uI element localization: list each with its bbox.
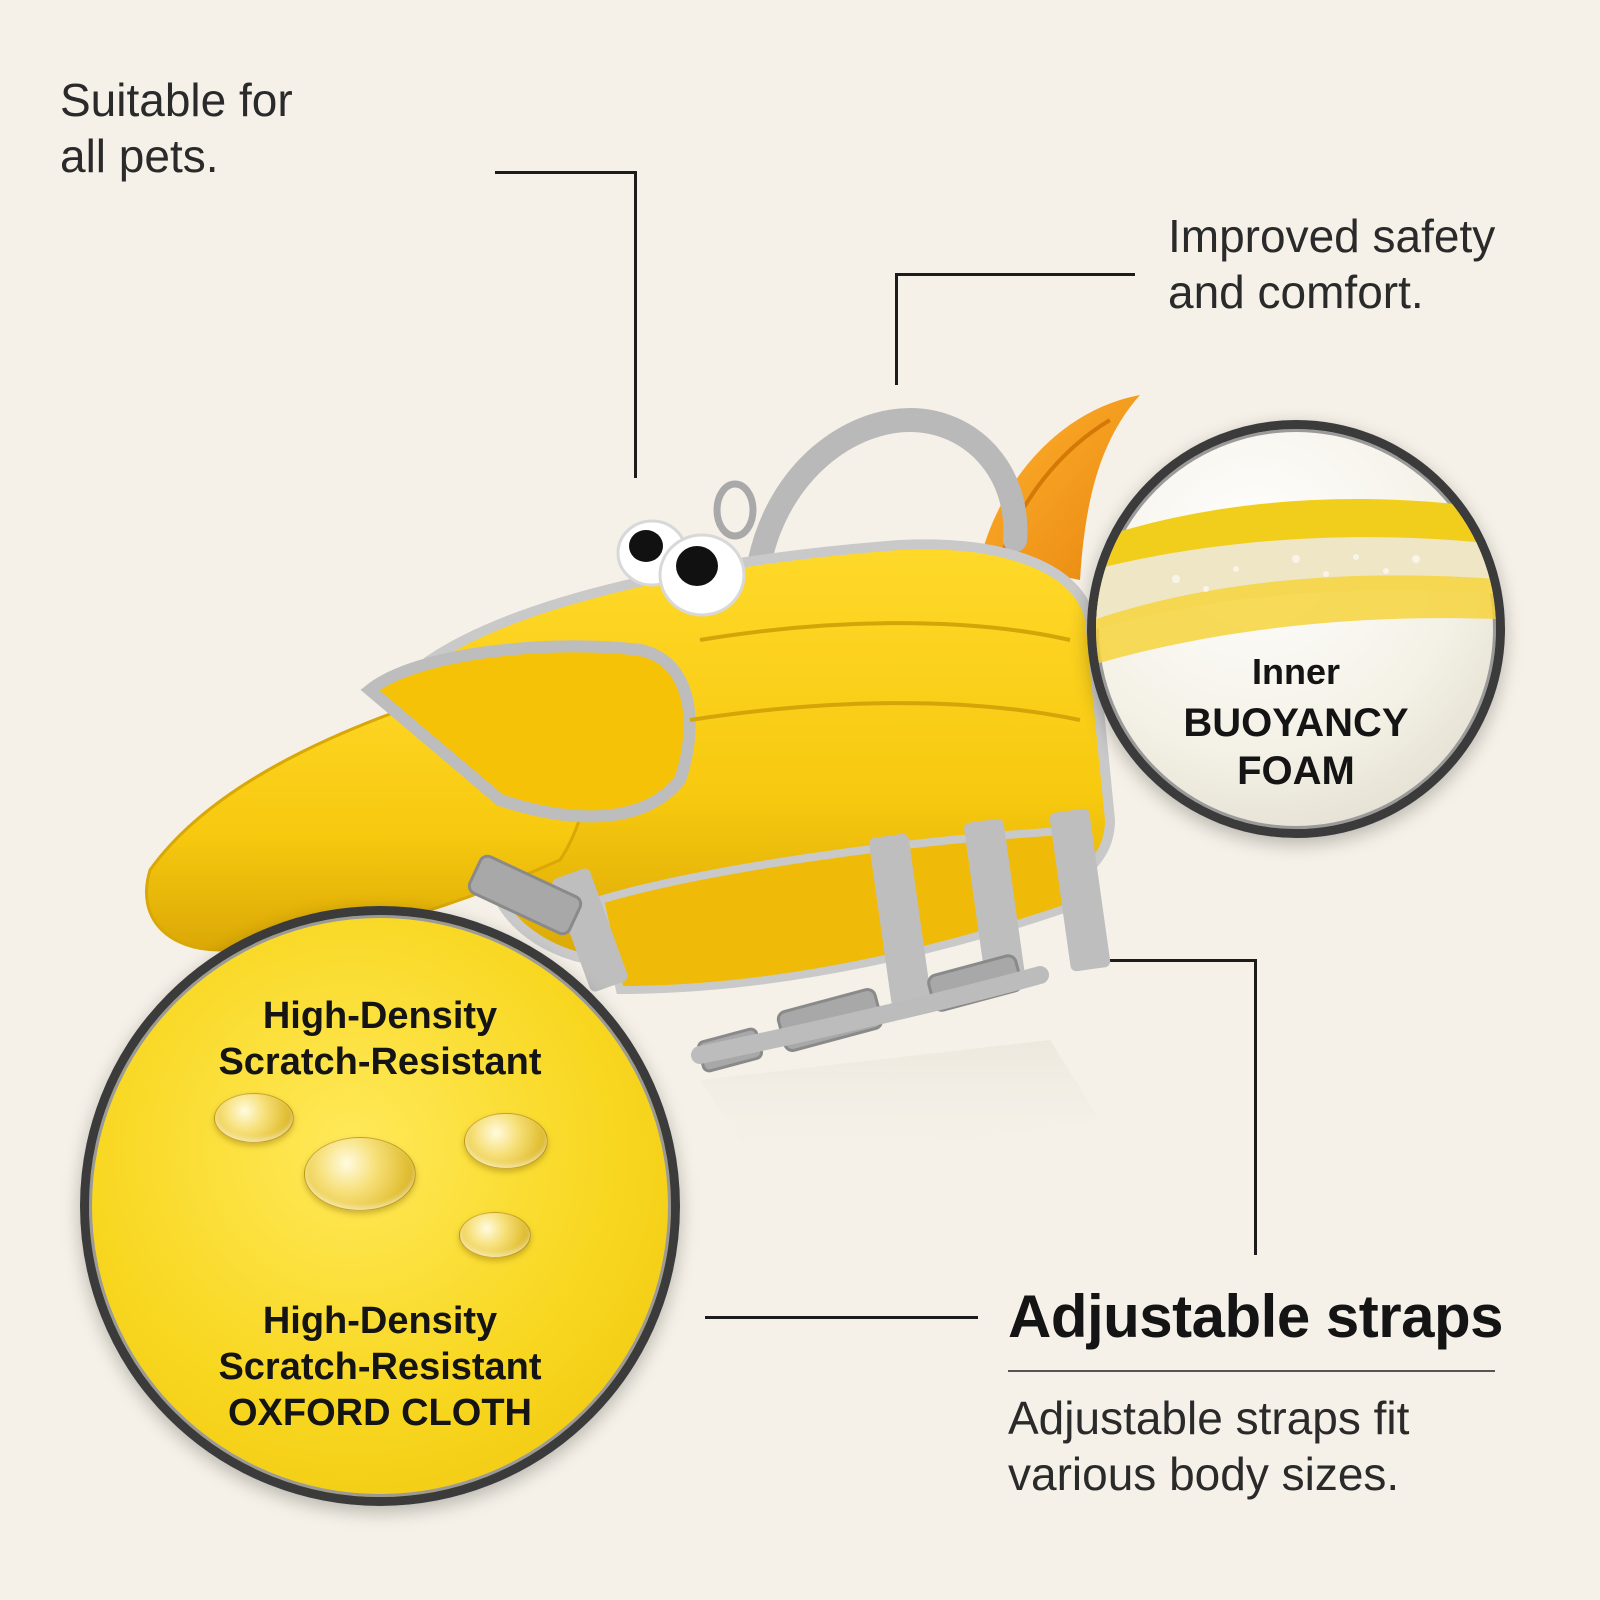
straps-heading: Adjustable straps	[1008, 1283, 1503, 1350]
cloth-top-line2: Scratch-Resistant	[218, 1041, 542, 1083]
handle-strap	[748, 407, 1028, 572]
straps-description-line1: Adjustable straps fit	[1008, 1392, 1410, 1444]
d-ring	[713, 480, 757, 540]
oxford-cloth-callout: High-Density Scratch-Resistant High-Dens…	[80, 906, 680, 1506]
feature-safety-text: Improved safety and comfort.	[1168, 208, 1495, 320]
leader-line-suitable-v	[634, 171, 637, 478]
vest-reflection	[700, 1040, 1100, 1170]
feature-suitable-text: Suitable for all pets.	[60, 72, 293, 184]
cloth-bottom-line3: OXFORD CLOTH	[228, 1392, 532, 1434]
feature-suitable-line1: Suitable for	[60, 74, 293, 126]
cloth-bottom-line2: Scratch-Resistant	[218, 1346, 542, 1388]
leader-line-suitable-h	[495, 171, 636, 174]
feature-suitable-line2: all pets.	[60, 130, 219, 182]
water-droplet	[464, 1113, 548, 1169]
leader-line-safety-v	[895, 273, 898, 385]
leader-line-straps-h	[1093, 959, 1257, 962]
cloth-bottom-line1: High-Density	[262, 1300, 498, 1342]
feature-safety-line1: Improved safety	[1168, 210, 1496, 262]
water-droplet	[214, 1093, 294, 1143]
buoyancy-foam-callout: Inner BUOYANCY FOAM	[1087, 420, 1505, 838]
water-droplet	[304, 1137, 416, 1211]
straps-description-line2: various body sizes.	[1008, 1448, 1400, 1500]
straps-divider	[1008, 1370, 1495, 1372]
leader-line-straps-v	[1254, 959, 1257, 1255]
cloth-top-line1: High-Density	[262, 995, 498, 1037]
leader-line-safety-h	[895, 273, 1135, 276]
foam-layer-image	[1096, 499, 1496, 664]
neck-opening	[360, 640, 696, 823]
foam-label-line3: FOAM	[1237, 749, 1355, 793]
googly-eyes	[616, 519, 746, 617]
foam-label-line2: BUOYANCY	[1183, 701, 1409, 745]
straps-description: Adjustable straps fit various body sizes…	[1008, 1390, 1409, 1502]
feature-safety-line2: and comfort.	[1168, 266, 1424, 318]
water-droplet	[459, 1212, 531, 1258]
leader-line-cloth-h	[705, 1316, 978, 1319]
foam-label-line1: Inner	[1251, 651, 1340, 692]
